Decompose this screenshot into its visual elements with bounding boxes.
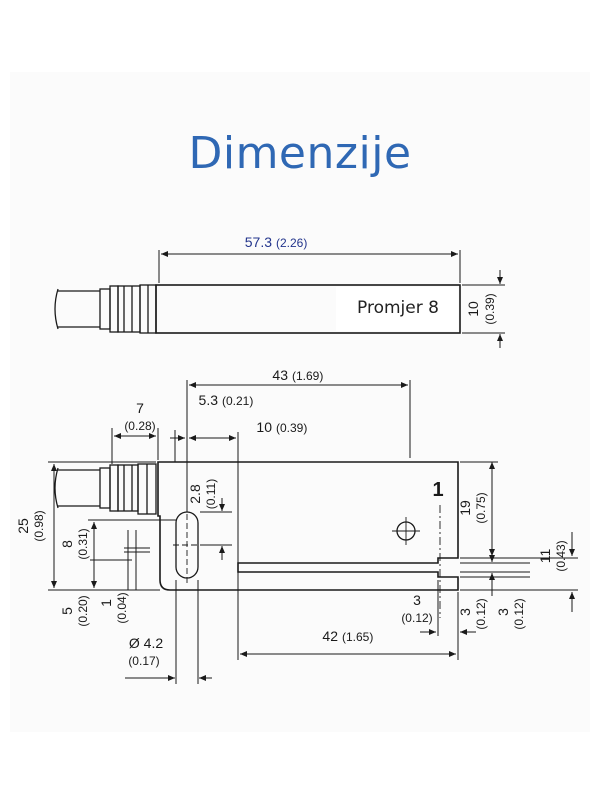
dim-1-in: (0.04) bbox=[115, 592, 129, 623]
dim-7-in: (0.28) bbox=[124, 419, 155, 433]
dim-2-8-in: (0.11) bbox=[204, 479, 218, 509]
bottom-view bbox=[48, 380, 578, 684]
dim-8-in: (0.31) bbox=[76, 528, 90, 559]
diagram-panel bbox=[10, 72, 590, 732]
dim-43: 43 bbox=[272, 367, 288, 383]
dim-1: 1 bbox=[98, 599, 114, 607]
dim-8: 8 bbox=[59, 540, 75, 548]
dim-5-3: 5.3 bbox=[199, 392, 219, 408]
dim-3-slot: 3 bbox=[413, 592, 421, 608]
dim-11-in: (0.43) bbox=[554, 540, 568, 571]
length-value: 57.3 bbox=[245, 234, 272, 250]
dim-11: 11 bbox=[537, 549, 553, 564]
dim-4-2: Ø 4.2 bbox=[129, 635, 163, 651]
dim-3-right-b-in: (0.12) bbox=[512, 598, 526, 629]
dim-42-in: (1.65) bbox=[342, 630, 373, 644]
height-value: 10 bbox=[465, 301, 481, 317]
marker-1: 1 bbox=[432, 479, 443, 501]
dim-19: 19 bbox=[457, 500, 473, 516]
dim-2-8: 2.8 bbox=[187, 484, 203, 504]
dim-25: 25 bbox=[15, 518, 31, 534]
dim-3-right-a-in: (0.12) bbox=[474, 598, 488, 629]
dim-25-in: (0.98) bbox=[32, 510, 46, 541]
dim-3-right-b: 3 bbox=[495, 608, 511, 616]
dim-5-in: (0.20) bbox=[76, 595, 90, 626]
dim-7: 7 bbox=[136, 400, 144, 416]
dim-5-3-in: (0.21) bbox=[222, 394, 253, 408]
dim-43-in: (1.69) bbox=[292, 369, 323, 383]
top-view bbox=[54, 250, 505, 348]
height-inches: (0.39) bbox=[483, 293, 497, 324]
dim-10: 10 bbox=[256, 419, 272, 435]
diameter-label-box bbox=[336, 287, 458, 331]
dim-3-right-a: 3 bbox=[457, 608, 473, 616]
dim-4-2-in: (0.17) bbox=[128, 654, 159, 668]
dim-19-in: (0.75) bbox=[474, 492, 488, 523]
dim-3-slot-in: (0.12) bbox=[401, 611, 432, 625]
page-title: Dimenzije bbox=[188, 128, 412, 179]
dim-10-in: (0.39) bbox=[276, 421, 307, 435]
dim-5: 5 bbox=[59, 607, 75, 615]
diameter-label: Promjer 8 bbox=[357, 298, 439, 318]
length-inches: (2.26) bbox=[276, 236, 307, 250]
dim-42: 42 bbox=[322, 628, 338, 644]
